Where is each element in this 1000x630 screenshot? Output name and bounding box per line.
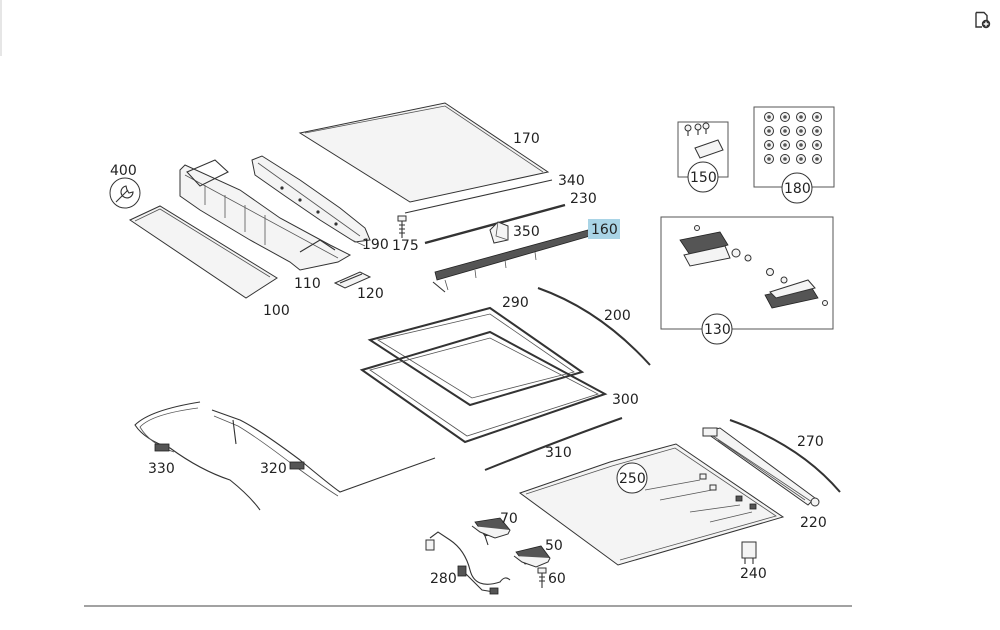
callout-220[interactable]: 220 [800,515,827,531]
nut-hole [815,157,819,161]
nut-hole [799,129,803,133]
nut-hole [783,115,787,119]
part-190-deflector[interactable] [251,155,371,243]
callout-160[interactable]: 160 [591,222,618,238]
callout-310[interactable]: 310 [545,445,572,461]
callout-130[interactable]: 130 [704,322,731,338]
nut-hole [815,129,819,133]
highlight-160 [588,219,620,239]
callout-340[interactable]: 340 [558,173,585,189]
callout-330[interactable]: 330 [148,461,175,477]
callout-circle-180 [781,172,813,204]
nut-hole [799,143,803,147]
part-230-seal[interactable] [424,203,566,245]
callout-350[interactable]: 350 [513,224,540,240]
nut-hole [815,143,819,147]
nut-hole [767,115,771,119]
callout-175[interactable]: 175 [392,238,419,254]
part-120-clip[interactable] [333,271,372,289]
callout-100[interactable]: 100 [263,303,290,319]
callout-120[interactable]: 120 [357,286,384,302]
callout-400[interactable]: 400 [110,163,137,179]
part-70-motor[interactable] [471,517,511,546]
part-400-tool[interactable] [109,177,141,209]
callout-180[interactable]: 180 [784,181,811,197]
part-110-front-frame[interactable] [179,159,352,271]
callout-300[interactable]: 300 [612,392,639,408]
callout-320[interactable]: 320 [260,461,287,477]
part-200-seal-strip[interactable] [537,287,651,366]
leader-lines [351,231,588,247]
page-plus-icon [975,11,991,29]
callout-250[interactable]: 250 [619,471,646,487]
part-270-rail[interactable] [729,419,841,493]
part-330-cable[interactable] [134,401,261,511]
part-280-harness[interactable] [425,531,511,595]
part-290-frame-seal[interactable] [367,306,585,407]
part-50-motor[interactable] [513,545,551,568]
callout-170[interactable]: 170 [513,131,540,147]
callout-circle-250 [616,462,648,494]
left-edge-divider [0,0,2,56]
part-60-screw[interactable] [537,567,547,588]
callout-60[interactable]: 60 [548,571,566,587]
callout-240[interactable]: 240 [740,566,767,582]
nut-hole [799,157,803,161]
callout-circle-150 [687,161,719,193]
callout-290[interactable]: 290 [502,295,529,311]
tool-button[interactable] [970,8,994,32]
nut-hole [799,115,803,119]
callout-150[interactable]: 150 [690,170,717,186]
part-310-seal-strip[interactable] [484,417,623,471]
nut-hole [767,143,771,147]
part-340-seal[interactable] [404,179,553,214]
part-170-glass-roof[interactable] [298,102,550,203]
nut-hole [767,157,771,161]
callout-280[interactable]: 280 [430,571,457,587]
nut-hole [783,143,787,147]
part-100-rear-panel[interactable] [128,205,278,299]
part-130-mechanism[interactable] [660,216,834,330]
nut-hole [815,115,819,119]
part-300-frame[interactable] [359,330,608,444]
callout-50[interactable]: 50 [545,538,563,554]
callout-230[interactable]: 230 [570,191,597,207]
part-175-screw[interactable] [397,215,407,238]
nut-hole [783,157,787,161]
nut-hole [783,129,787,133]
part-160-cross-member[interactable] [432,229,591,293]
part-240-connector[interactable] [741,541,757,564]
callout-190[interactable]: 190 [362,237,389,253]
callout-200[interactable]: 200 [604,308,631,324]
part-220-guide[interactable] [702,427,820,507]
callout-circle-130 [701,313,733,345]
callout-270[interactable]: 270 [797,434,824,450]
callout-70[interactable]: 70 [500,511,518,527]
part-350-block[interactable] [489,221,509,244]
part-250-headliner[interactable] [518,443,785,566]
nut-hole [767,129,771,133]
callout-110[interactable]: 110 [294,276,321,292]
part-320-cable[interactable] [211,409,436,497]
